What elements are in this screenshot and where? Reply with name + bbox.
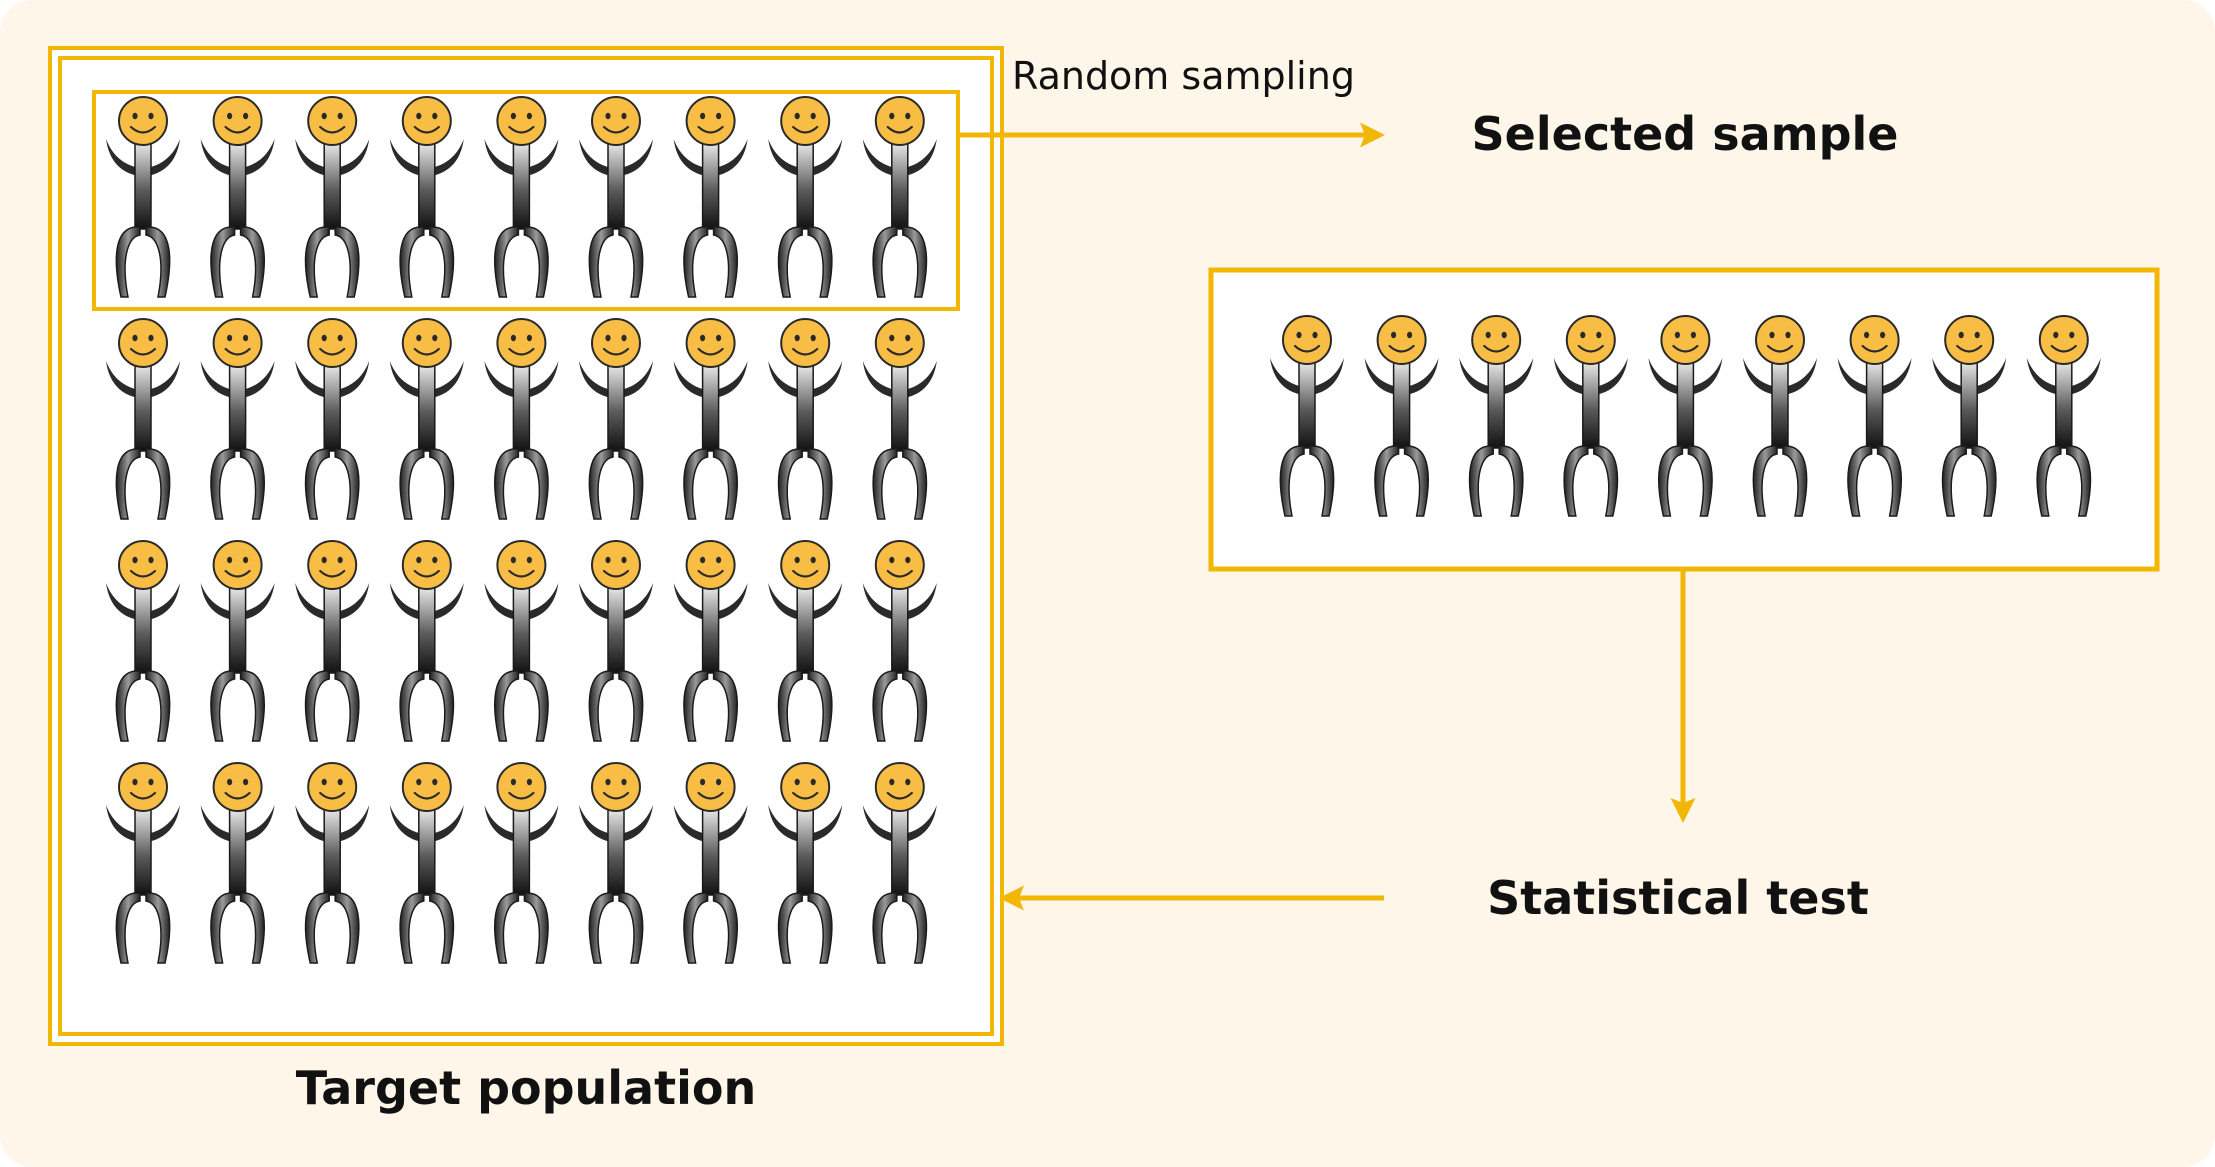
selected-sample-label: Selected sample — [1472, 107, 1899, 161]
statistical-test-label: Statistical test — [1487, 871, 1869, 925]
random-sampling-label: Random sampling — [1012, 54, 1355, 98]
population-frame-inner — [58, 56, 994, 1036]
target-population-label: Target population — [296, 1061, 756, 1115]
sampled-row-highlight — [92, 90, 960, 311]
